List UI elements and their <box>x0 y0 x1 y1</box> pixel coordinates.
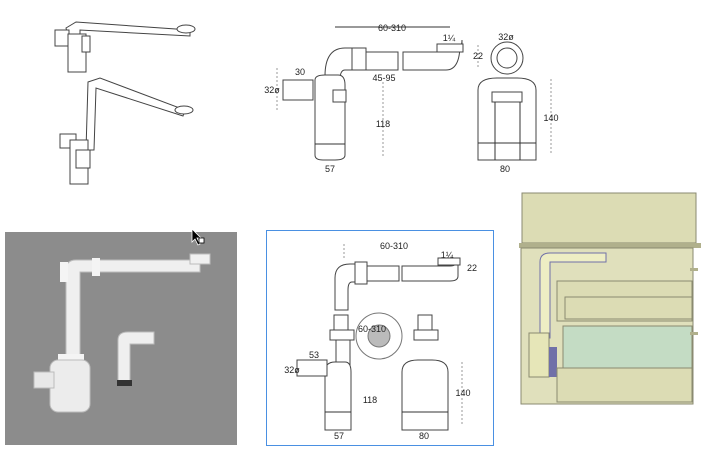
dim-80-label: 80 <box>500 164 510 174</box>
dim-30-label: 30 <box>295 67 305 77</box>
dim-length-label: 60-310 <box>378 23 406 33</box>
dim-22-label: 22 <box>467 263 477 273</box>
dim-diameter-left-label: 32ø <box>264 85 280 95</box>
dim-57-label: 57 <box>325 164 335 174</box>
dim-length-label: 60-310 <box>380 241 408 251</box>
dim-thread-label: 1¼ <box>443 33 456 43</box>
dim-118-label: 118 <box>376 119 390 129</box>
dim-140-label: 140 <box>543 113 558 123</box>
dim-118-label: 118 <box>363 395 377 405</box>
siphon-sketch-upper[interactable] <box>54 21 196 73</box>
dim-140-label: 140 <box>455 388 470 398</box>
siphon-sketch-lower[interactable] <box>59 77 194 185</box>
mouse-cursor-icon <box>191 228 205 246</box>
dim-22-label: 22 <box>473 51 483 61</box>
technical-drawing-top[interactable]: 60-310 1¼ 32ø 22 30 32ø 45-95 118 140 57… <box>264 23 558 174</box>
dim-range-circle-label: 60-310 <box>358 324 386 334</box>
dim-diameter-right-label: 32ø <box>498 32 514 42</box>
dim-thread-label: 1¼ <box>441 250 454 260</box>
dim-80-label: 80 <box>419 431 429 441</box>
technical-drawing-selected[interactable]: 60-310 1¼ 22 60-310 53 32ø 118 140 57 80 <box>266 230 494 446</box>
dim-diameter-label: 32ø <box>284 365 300 375</box>
siphon-photo[interactable] <box>5 232 237 445</box>
dim-53-label: 53 <box>309 350 319 360</box>
dim-45-95-label: 45-95 <box>372 73 395 83</box>
dim-57-label: 57 <box>334 431 344 441</box>
cabinet-cad-render[interactable] <box>519 192 701 405</box>
